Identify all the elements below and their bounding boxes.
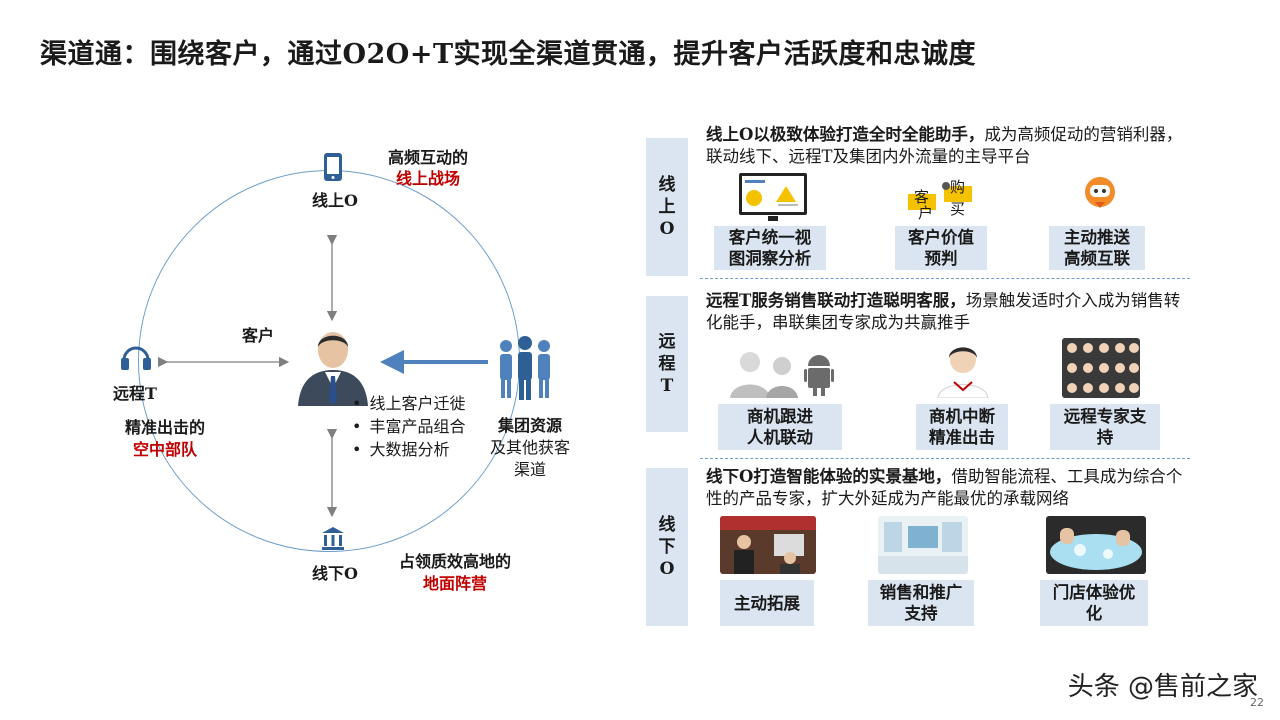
value-icon-hu: 户 xyxy=(918,204,934,222)
band-offline: 线下O xyxy=(646,468,688,626)
group-line3: 渠道 xyxy=(513,460,546,479)
robot-android-icon xyxy=(730,352,834,398)
remote-label: 远程T xyxy=(113,384,157,403)
offline-note-line1: 占领质效高地的 xyxy=(398,552,511,571)
card-store-experience: 门店体验优化 xyxy=(1040,580,1148,626)
bullet-item: 线上客户迁徙 xyxy=(352,392,465,415)
divider xyxy=(700,458,1190,459)
card-human-machine: 商机跟进人机联动 xyxy=(718,404,842,450)
offline-note-line2: 地面阵营 xyxy=(422,574,487,593)
customer-label: 客户 xyxy=(241,326,274,345)
customer-avatar-icon xyxy=(298,332,368,406)
value-icon-mai: 买 xyxy=(950,200,966,218)
bullet-item: 大数据分析 xyxy=(352,438,465,461)
dashboard-monitor-icon xyxy=(739,173,807,221)
page-title: 渠道通：围绕客户，通过O2O+T实现全渠道贯通，提升客户活跃度和忠诚度 xyxy=(40,39,977,70)
online-note-line2: 线上战场 xyxy=(395,169,460,188)
card-unified-view: 客户统一视图洞察分析 xyxy=(714,226,826,270)
value-icon-ke: 客 xyxy=(914,188,930,206)
online-desc: 线上O以极致体验打造全时全能助手，成为高频促动的营销利器，联动线下、远程T及集团… xyxy=(706,125,1183,166)
card-precise-strike: 商机中断精准出击 xyxy=(916,404,1008,450)
band-online: 线上O xyxy=(646,138,688,276)
robot-icon xyxy=(1085,177,1115,208)
smart-branch-photo xyxy=(878,516,968,574)
remote-desc: 远程T服务销售联动打造聪明客服，场景触发适时介入成为销售转化能手，串联集团专家成… xyxy=(706,291,1181,332)
service-agent-photo xyxy=(937,347,989,398)
card-push-interaction: 主动推送高频互联 xyxy=(1049,226,1145,270)
expert-team-photo xyxy=(1062,338,1140,398)
value-icon-gou: 购 xyxy=(950,178,966,196)
offline-desc: 线下O打造智能体验的实景基地，借助智能流程、工具成为综合个性的产品专家，扩大外延… xyxy=(706,467,1183,508)
divider xyxy=(700,278,1190,279)
band-remote: 远程T xyxy=(646,296,688,432)
card-active-expansion: 主动拓展 xyxy=(720,580,814,626)
group-line1: 集团资源 xyxy=(497,416,562,435)
touch-table-photo xyxy=(1046,516,1146,574)
watermark: 头条 @售前之家 xyxy=(1067,672,1258,702)
store-meeting-photo xyxy=(720,516,816,574)
group-people-icon xyxy=(500,336,550,400)
offline-label: 线下O xyxy=(312,564,358,583)
card-sales-support: 销售和推广支持 xyxy=(868,580,974,626)
remote-note-line1: 精准出击的 xyxy=(124,418,205,437)
phone-icon xyxy=(324,153,342,181)
online-note-line1: 高频互动的 xyxy=(387,148,468,167)
customer-bullets: 线上客户迁徙 丰富产品组合 大数据分析 xyxy=(352,392,465,461)
online-label: 线上O xyxy=(312,191,358,210)
bullet-item: 丰富产品组合 xyxy=(352,415,465,438)
bank-icon xyxy=(322,527,344,550)
remote-note-line2: 空中部队 xyxy=(132,440,197,459)
group-line2: 及其他获客 xyxy=(489,438,570,457)
headset-icon xyxy=(121,346,151,370)
card-value-prediction: 客户价值预判 xyxy=(895,226,987,270)
value-prediction-icon xyxy=(908,182,972,210)
card-expert-support: 远程专家支持 xyxy=(1050,404,1160,450)
page-number: 22 xyxy=(1250,696,1264,709)
